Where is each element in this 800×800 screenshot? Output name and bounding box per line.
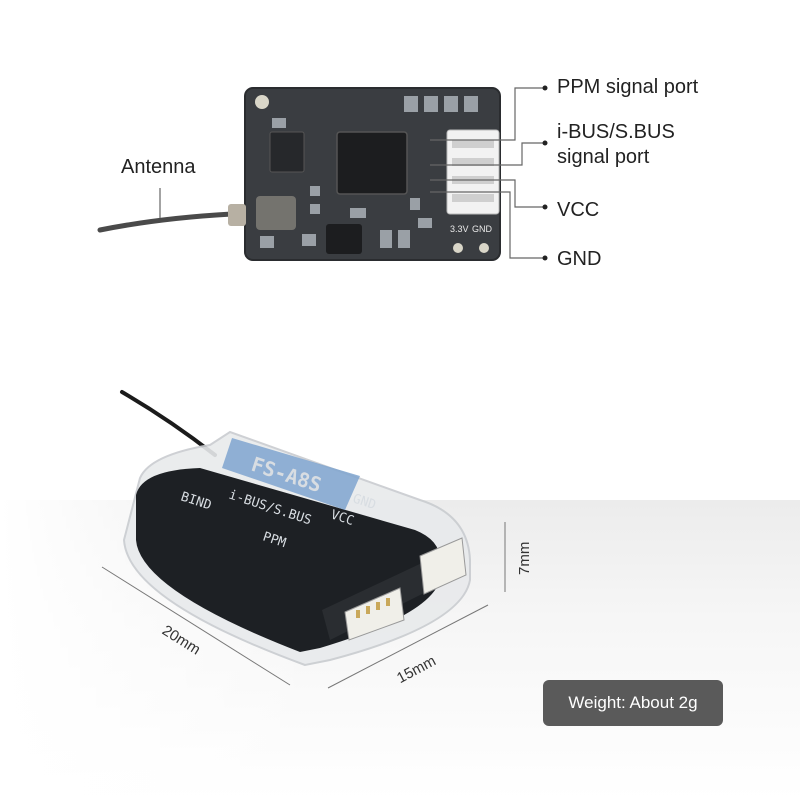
case-label-sticker — [222, 438, 360, 510]
height-dimension-label: 7mm — [516, 541, 533, 575]
antenna-pad — [256, 196, 296, 230]
weight-badge: Weight: About 2g — [543, 680, 723, 726]
receiver-case: FS-A8S BIND i-BUS/S.BUS PPM VCC GND — [120, 390, 471, 667]
dim-line-length — [101, 566, 291, 686]
dim-line-width — [327, 604, 489, 689]
case-gnd-text: GND — [351, 492, 378, 514]
case-ppm-text: PPM — [261, 530, 288, 552]
case-connector-pins — [356, 598, 390, 618]
ibus-port-label-line1: i-BUS/S.BUS — [557, 121, 675, 143]
gnd-port-label: GND — [557, 248, 602, 270]
pcb-pad-left — [453, 243, 463, 253]
pcb-silk-pwr: 3.3V — [450, 224, 469, 234]
callout-dots — [542, 85, 548, 261]
pcb-mcu-chip — [336, 131, 408, 195]
antenna-connector — [228, 204, 246, 226]
pcb-mounting-hole — [255, 95, 269, 109]
case-white-connector — [419, 537, 467, 595]
antenna-cable — [97, 211, 235, 233]
receiver-pcb: 3.3V GND — [97, 87, 501, 261]
pcb-transistor-block — [269, 131, 305, 173]
pcb-regulator-chip — [326, 224, 362, 254]
vcc-leader — [430, 179, 545, 208]
ibus-port-label-line2: signal port — [557, 146, 650, 168]
gnd-leader — [430, 191, 545, 259]
vcc-port-label: VCC — [557, 199, 600, 221]
dimension-lines — [101, 522, 506, 689]
antenna-label: Antenna — [121, 156, 196, 178]
callout-lines — [159, 87, 545, 259]
case-antenna — [120, 390, 217, 457]
ppm-port-label: PPM signal port — [557, 76, 699, 98]
ppm-leader — [430, 87, 545, 141]
case-vcc-text: VCC — [329, 508, 356, 530]
pcb-silk-gnd: GND — [472, 224, 493, 234]
pcb-header-connector — [446, 129, 500, 215]
ibus-leader — [430, 142, 545, 166]
pcb-pad-right — [479, 243, 489, 253]
